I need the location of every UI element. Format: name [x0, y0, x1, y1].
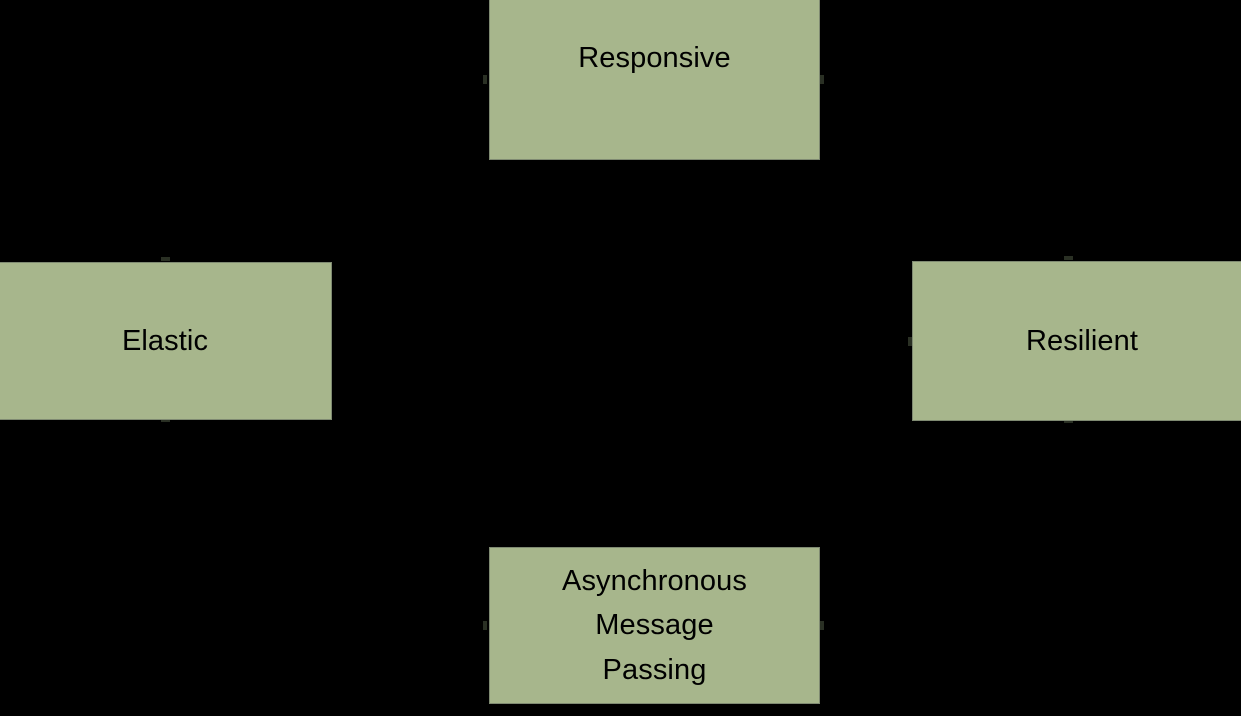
connector-arrow-resilient-top: [1064, 256, 1073, 260]
connector-arrow-responsive-left: [483, 75, 487, 84]
node-resilient[interactable]: Resilient: [912, 261, 1241, 421]
connector-arrow-elastic-bottom: [161, 418, 170, 422]
node-responsive-label: Responsive: [578, 41, 731, 74]
node-asynchronous-message-passing-label: Asynchronous Message Passing: [562, 564, 747, 686]
connector-arrow-resilient-left: [908, 337, 912, 346]
node-elastic-label: Elastic: [121, 324, 209, 357]
connector-arrow-elastic-top: [161, 257, 170, 261]
node-resilient-label: Resilient: [1025, 324, 1139, 357]
node-elastic[interactable]: Elastic: [0, 262, 332, 420]
node-responsive[interactable]: Responsive: [489, 0, 820, 160]
node-asynchronous-message-passing[interactable]: Asynchronous Message Passing: [489, 547, 820, 704]
connector-arrow-responsive-right: [820, 75, 824, 84]
connector-arrow-async-left: [483, 621, 487, 630]
connector-arrow-resilient-bottom: [1064, 419, 1073, 423]
connector-arrow-async-right: [820, 621, 824, 630]
